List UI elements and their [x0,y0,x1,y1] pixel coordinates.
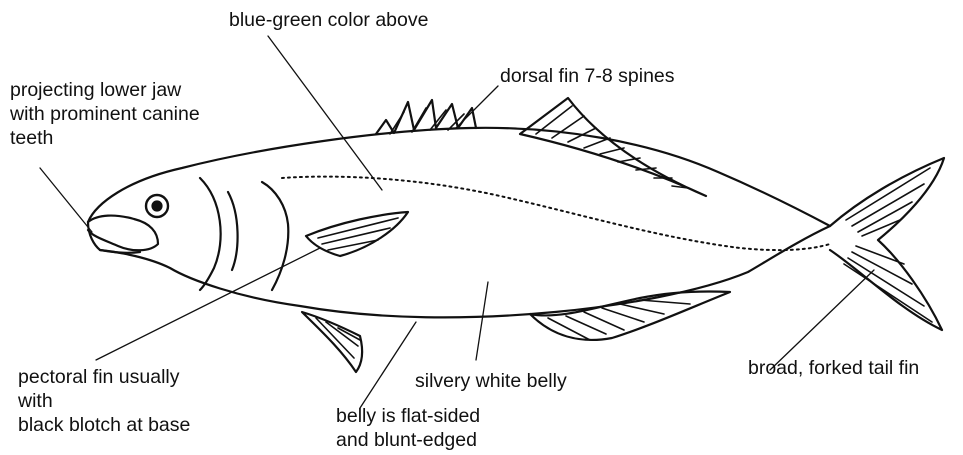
label-lower-jaw-line-3: teeth [10,126,200,150]
label-belly-shape-line-1: belly is flat-sided [336,404,480,428]
lateral-line [282,177,830,250]
leader-color-above [268,36,382,190]
label-belly-shape-line-2: and blunt-edged [336,428,480,452]
fish-pupil [153,202,162,211]
label-pectoral-fin-line-1: pectoral fin usually [18,365,190,389]
fish-mouth [88,216,158,251]
label-pectoral-fin-line-3: black blotch at base [18,413,190,437]
label-lower-jaw: projecting lower jaw with prominent cani… [10,78,200,150]
label-pectoral-fin: pectoral fin usually with black blotch a… [18,365,190,437]
fish-operculum [262,182,288,290]
fish-body-outline [88,128,830,318]
tail-fin [830,158,944,330]
label-color-above: blue-green color above [229,8,428,32]
leader-tail-fin [770,270,874,370]
second-dorsal-fin [520,98,706,196]
label-tail-fin: broad, forked tail fin [748,356,919,380]
leader-lower-jaw [40,168,92,232]
leader-belly-shape [360,322,416,408]
label-pectoral-fin-line-2: with [18,389,190,413]
fish-gill-cover [200,178,221,290]
leader-belly-color [476,282,488,360]
label-belly-color: silvery white belly [415,369,567,393]
fish-gill-cover-inner [228,192,238,270]
anal-fin [530,291,730,339]
label-lower-jaw-line-1: projecting lower jaw [10,78,200,102]
label-dorsal-fin: dorsal fin 7-8 spines [500,64,675,88]
label-lower-jaw-line-2: with prominent canine [10,102,200,126]
leader-dorsal-fin [456,86,498,128]
label-belly-shape: belly is flat-sided and blunt-edged [336,404,480,452]
